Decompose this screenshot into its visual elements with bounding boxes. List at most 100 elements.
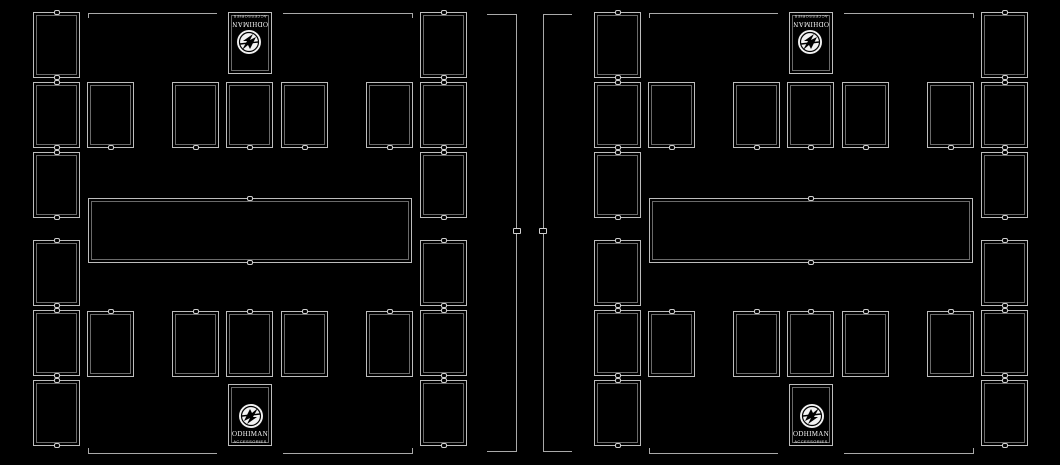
side-zone xyxy=(420,150,467,220)
field-zone xyxy=(842,309,889,377)
side-zone xyxy=(594,150,641,220)
zone-notch xyxy=(301,145,308,150)
rail-line xyxy=(88,13,89,18)
zone-notch xyxy=(1001,373,1008,378)
zone-notch xyxy=(1001,378,1008,383)
field-zone xyxy=(927,82,974,150)
field-zone xyxy=(648,309,695,377)
logo-subtitle: ACCESSORIES xyxy=(794,439,828,444)
zone-notch xyxy=(247,196,253,201)
field-zone xyxy=(87,309,134,377)
zone-notch xyxy=(440,215,447,220)
zone-notch xyxy=(107,145,114,150)
emblem-icon xyxy=(239,404,263,428)
field-zone xyxy=(733,309,780,377)
zone-notch xyxy=(668,309,675,314)
zone-notch xyxy=(53,308,60,313)
field-zone xyxy=(172,82,219,150)
zone-notch xyxy=(53,303,60,308)
zone-notch xyxy=(753,309,760,314)
divider-line xyxy=(543,451,572,452)
zone-notch xyxy=(1001,10,1008,15)
zone-notch xyxy=(440,308,447,313)
field-zone xyxy=(842,82,889,150)
logo-brand: ODHIMAN xyxy=(232,430,268,438)
zone-notch xyxy=(53,443,60,448)
zone-notch xyxy=(246,309,253,314)
side-zone xyxy=(594,238,641,308)
side-zone xyxy=(33,80,80,150)
zone-notch xyxy=(862,309,869,314)
zone-notch xyxy=(614,308,621,313)
divider-line xyxy=(487,451,517,452)
rail-line xyxy=(88,453,217,454)
logo-brand: ODHIMAN xyxy=(793,430,829,438)
side-zone xyxy=(33,308,80,378)
logo-emblem xyxy=(797,29,823,55)
zone-notch xyxy=(614,145,621,150)
rail-line xyxy=(649,13,778,14)
side-zone xyxy=(33,150,80,220)
side-zone xyxy=(594,378,641,448)
rail-line xyxy=(844,13,974,14)
logo-subtitle: ACCESSORIES xyxy=(794,14,828,19)
rail-line xyxy=(973,448,974,453)
rail-line xyxy=(412,13,413,18)
emblem-icon xyxy=(237,30,261,54)
rail-line xyxy=(973,13,974,18)
zone-notch xyxy=(808,196,814,201)
field-zone xyxy=(281,309,328,377)
side-zone xyxy=(33,378,80,448)
zone-notch xyxy=(53,378,60,383)
zone-notch xyxy=(440,238,447,243)
zone-notch xyxy=(53,373,60,378)
rail-line xyxy=(412,448,413,453)
zone-notch xyxy=(386,145,393,150)
zone-notch xyxy=(440,443,447,448)
rail-line xyxy=(88,13,217,14)
divider-notch xyxy=(513,228,521,234)
logo-emblem xyxy=(236,29,262,55)
side-zone xyxy=(981,238,1028,308)
logo-subtitle: ACCESSORIES xyxy=(233,439,267,444)
zone-notch xyxy=(1001,215,1008,220)
side-zone xyxy=(981,150,1028,220)
zone-notch xyxy=(440,10,447,15)
zone-notch xyxy=(440,303,447,308)
zone-notch xyxy=(246,145,253,150)
field-zone xyxy=(366,82,413,150)
field-zone xyxy=(733,82,780,150)
field-zone xyxy=(281,82,328,150)
field-zone xyxy=(648,82,695,150)
field-zone xyxy=(366,309,413,377)
field-zone xyxy=(787,309,834,377)
zone-notch xyxy=(614,443,621,448)
logo-brand: ODHIMAN xyxy=(232,20,268,28)
center-zone xyxy=(649,196,973,265)
field-zone xyxy=(927,309,974,377)
zone-notch xyxy=(808,260,814,265)
zone-notch xyxy=(807,145,814,150)
side-zone xyxy=(420,308,467,378)
zone-notch xyxy=(440,373,447,378)
zone-notch xyxy=(301,309,308,314)
zone-notch xyxy=(614,80,621,85)
zone-notch xyxy=(614,150,621,155)
zone-notch xyxy=(614,378,621,383)
zone-notch xyxy=(947,309,954,314)
zone-notch xyxy=(53,215,60,220)
side-zone xyxy=(420,10,467,80)
rail-line xyxy=(283,13,413,14)
divider-line xyxy=(487,14,517,15)
zone-notch xyxy=(614,10,621,15)
zone-notch xyxy=(53,10,60,15)
side-zone xyxy=(981,308,1028,378)
side-zone xyxy=(981,80,1028,150)
zone-notch xyxy=(440,150,447,155)
logo-emblem xyxy=(238,403,264,429)
rail-line xyxy=(88,448,89,453)
